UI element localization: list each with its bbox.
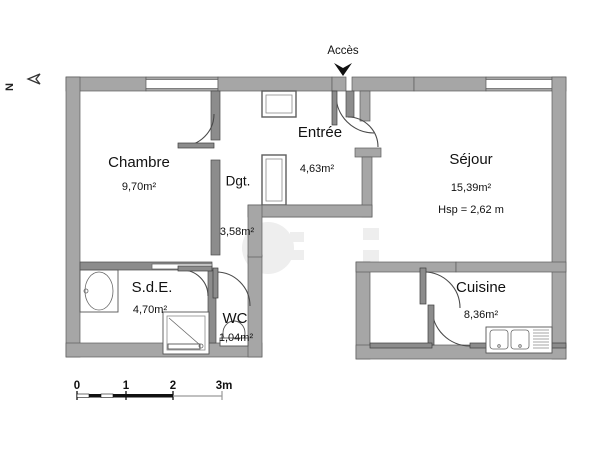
room-labels: Chambre 9,70m² Dgt. 3,58m² Entrée 4,63m²…	[108, 124, 506, 344]
toilet-icon	[219, 320, 249, 347]
room-area-sde: 4,70m²	[133, 304, 168, 316]
north-indicator: N	[4, 73, 41, 91]
down-chevron-arrow-icon	[334, 63, 352, 76]
room-label-wc: WC	[223, 310, 248, 327]
north-letter-label: N	[4, 83, 16, 91]
access-label: Accès	[327, 45, 359, 57]
scale-label-1: 1	[123, 380, 130, 392]
scale-label-3: 3m	[216, 380, 233, 392]
room-area-wc: 1,04m²	[219, 332, 254, 344]
scale-label-0: 0	[74, 380, 80, 392]
scale-bar: 0 1 2 3m	[74, 380, 233, 400]
room-area-entree: 4,63m²	[300, 163, 335, 175]
shower-tray-icon	[162, 311, 210, 355]
fixtures-group	[79, 269, 553, 355]
scale-label-2: 2	[170, 380, 176, 392]
room-area-cuisine: 8,36m²	[464, 309, 499, 321]
room-label-chambre: Chambre	[108, 154, 170, 171]
room-label-sejour: Séjour	[449, 151, 492, 168]
access-annotation: Accès	[327, 45, 359, 76]
room-label-dgt: Dgt.	[226, 174, 251, 189]
washbasin-icon	[79, 269, 119, 313]
kitchen-sink-icon	[485, 326, 553, 354]
room-label-cuisine: Cuisine	[456, 279, 506, 296]
north-arrow-icon	[26, 73, 41, 85]
room-area-chambre: 9,70m²	[122, 181, 157, 193]
room-area-sejour: 15,39m²	[451, 182, 492, 194]
interior-walls	[79, 90, 567, 344]
room-area-dgt: 3,58m²	[220, 226, 255, 238]
room-hsp-sejour: Hsp = 2,62 m	[438, 204, 504, 216]
room-label-sde: S.d.E.	[132, 279, 173, 296]
room-label-entree: Entrée	[298, 124, 342, 141]
